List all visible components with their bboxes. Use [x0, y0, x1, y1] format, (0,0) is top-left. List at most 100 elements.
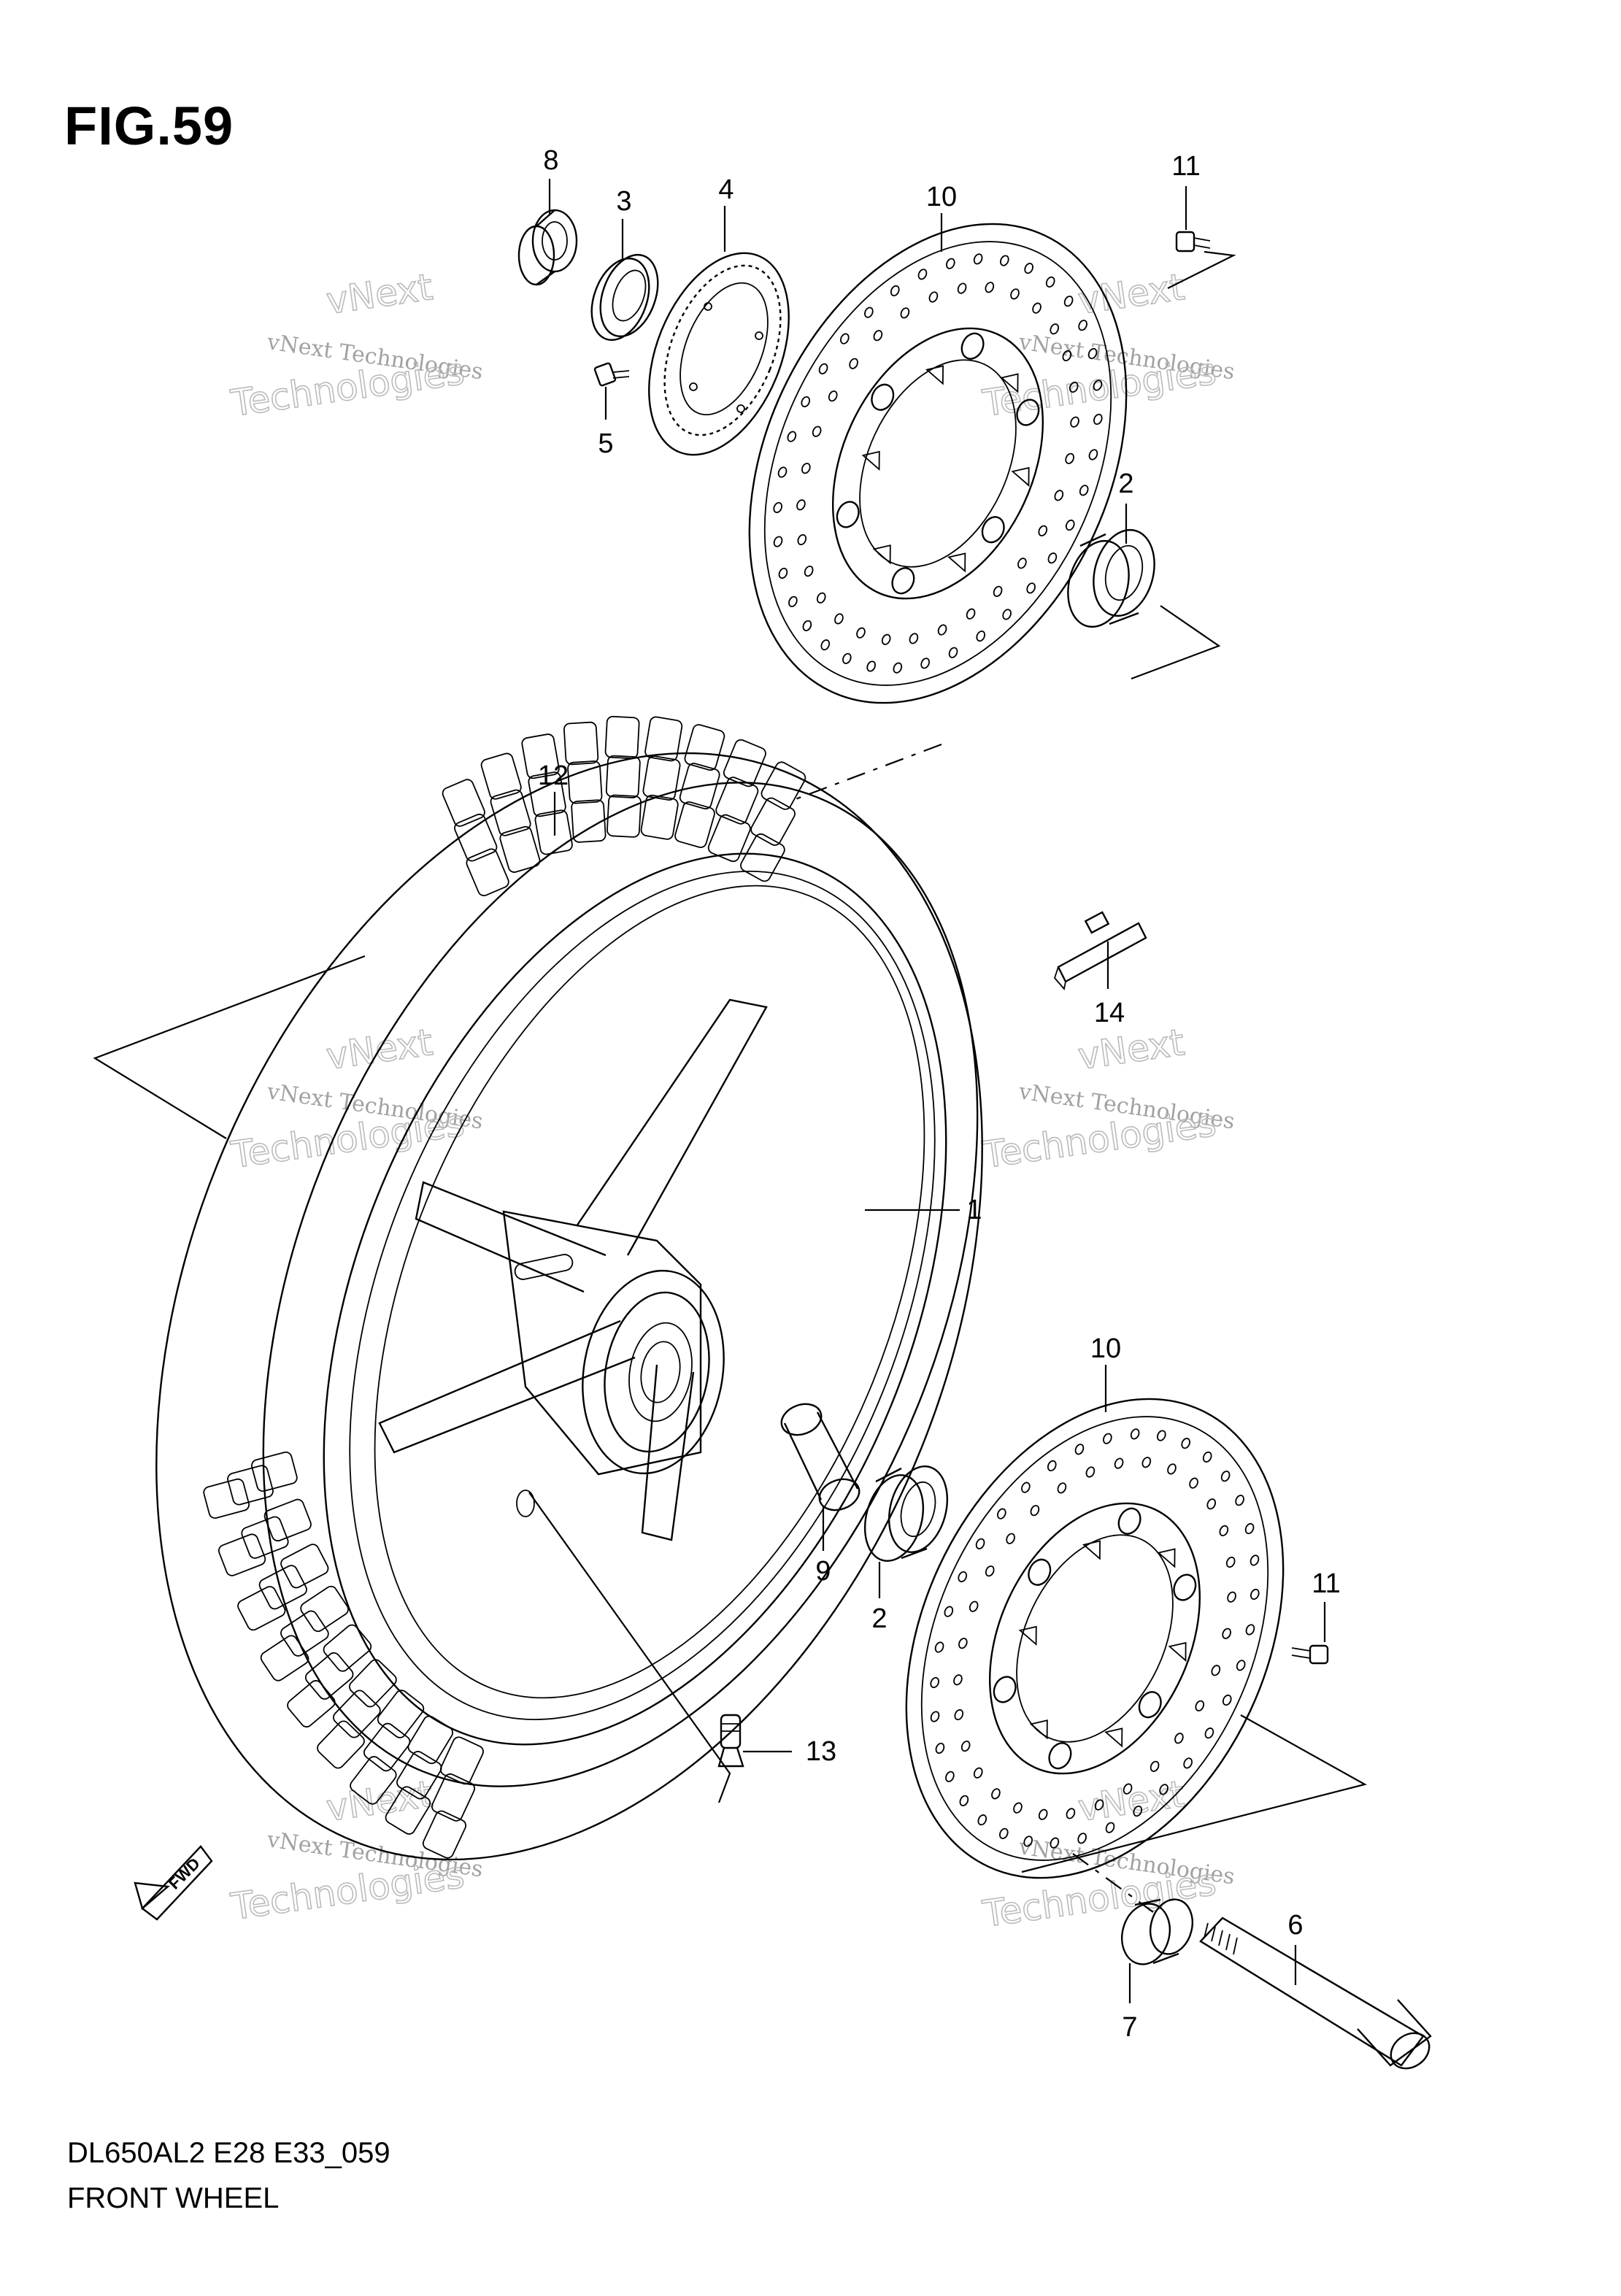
- tread-block: [679, 763, 720, 810]
- tread-block: [431, 1773, 476, 1822]
- wheel-rim-part[interactable]: [203, 762, 1067, 1835]
- tread-block: [723, 739, 766, 787]
- disc-hole: [928, 291, 939, 303]
- tire-tread: [203, 1451, 484, 1859]
- disc-hole: [1063, 296, 1074, 307]
- disc-hole: [1159, 1784, 1168, 1795]
- disc-bolt-holes: [836, 332, 1040, 595]
- guide-line: [1131, 605, 1221, 680]
- disc-hole: [812, 425, 822, 437]
- disc-cutout: [872, 544, 891, 565]
- disc-hole: [1133, 1805, 1143, 1817]
- disc-hole: [1047, 552, 1058, 564]
- disc-hole: [1024, 263, 1033, 274]
- tire-part[interactable]: [1, 630, 1137, 1984]
- center-spacer-part[interactable]: [777, 1399, 863, 1516]
- tread-block: [323, 1624, 372, 1672]
- axle-spacer-collar-part[interactable]: [1115, 1895, 1198, 1970]
- abs-sensor-ring-part[interactable]: [622, 233, 816, 476]
- front-axle-part[interactable]: [1199, 1916, 1436, 2076]
- spacer-collar-part[interactable]: [517, 209, 578, 286]
- disc-hole: [1002, 609, 1012, 620]
- disc-bolt-hole: [960, 332, 985, 360]
- brake-disc-part[interactable]: [833, 1338, 1357, 1939]
- forward-direction-badge: FWD: [134, 1845, 213, 1921]
- disc-bolt-hole: [993, 1676, 1017, 1703]
- disc-hole: [1069, 381, 1079, 393]
- disc-hole: [1123, 1783, 1133, 1795]
- disc-hole: [1235, 1495, 1244, 1506]
- disc-hole: [1094, 1799, 1104, 1811]
- watermark-mid-right: vNext Technologies vNext Technologies: [979, 1020, 1236, 1177]
- disc-hole: [1017, 558, 1027, 569]
- disc-hole: [1206, 1498, 1217, 1510]
- figure-title: FIG.59: [64, 96, 234, 156]
- disc-hole: [1047, 1460, 1057, 1472]
- disc-cutout: [1082, 1540, 1101, 1560]
- tread-block: [422, 1810, 467, 1859]
- disc-hole: [930, 1711, 940, 1722]
- brake-disc-part[interactable]: [676, 163, 1200, 764]
- disc-bolt-part[interactable]: [1175, 231, 1211, 253]
- disc-hole: [1093, 413, 1103, 425]
- guide-line: [1021, 1714, 1367, 1873]
- disc-bolt-hole: [1028, 1558, 1052, 1586]
- disc-hole: [1013, 1802, 1023, 1814]
- tread-block: [377, 1690, 425, 1738]
- callout-13: 13: [806, 1736, 836, 1767]
- disc-holes: [773, 253, 1103, 674]
- disc-bolt-part[interactable]: [1291, 1644, 1329, 1665]
- air-valve-part[interactable]: [717, 1714, 744, 1768]
- disc-cutout: [1157, 1548, 1176, 1568]
- balance-weight-part[interactable]: [1053, 911, 1147, 990]
- disc-hole: [1204, 1727, 1214, 1739]
- disc-hole: [1220, 1471, 1231, 1482]
- disc-hole: [1032, 302, 1041, 314]
- watermark-text: vNext: [1076, 1021, 1187, 1078]
- ring-screw-part[interactable]: [593, 362, 630, 387]
- disc-hole: [881, 633, 891, 645]
- callout-11: 11: [1171, 151, 1200, 182]
- disc-hole: [1077, 1833, 1087, 1844]
- disc-bolt-hole: [1048, 1742, 1072, 1770]
- callout-5: 5: [598, 428, 613, 459]
- tread-block: [350, 1756, 397, 1805]
- tread-block: [607, 794, 642, 838]
- disc-hole: [773, 536, 783, 547]
- disc-hole: [1174, 1733, 1184, 1744]
- tread-block: [280, 1544, 329, 1589]
- disc-hole: [777, 466, 788, 478]
- disc-hole: [773, 501, 783, 514]
- disc-hole: [1038, 1808, 1048, 1820]
- disc-hole: [917, 269, 928, 280]
- tread-block: [571, 799, 607, 843]
- disc-hole: [1066, 1808, 1076, 1819]
- disc-bolt-hole: [1117, 1507, 1141, 1535]
- disc-hole: [999, 1827, 1009, 1839]
- disc-hole: [975, 1538, 985, 1549]
- callout-1: 1: [966, 1195, 982, 1225]
- oil-seal-part[interactable]: [581, 247, 668, 348]
- disc-hole: [787, 431, 797, 442]
- disc-hole: [945, 1771, 955, 1782]
- disc-hole: [946, 258, 955, 269]
- disc-bolt-hole: [836, 501, 860, 528]
- callout-10: 10: [926, 182, 957, 212]
- watermark-bottom-right: vNext Technologies vNext Technologies: [979, 1772, 1236, 1936]
- disc-hole: [866, 660, 876, 672]
- disc-hole: [993, 585, 1003, 597]
- disc-hole: [954, 1708, 964, 1721]
- tread-block: [280, 1610, 329, 1657]
- bearing-part[interactable]: [1059, 523, 1163, 634]
- bearing-part[interactable]: [856, 1460, 956, 1568]
- disc-hole: [973, 1767, 983, 1779]
- disc-hole: [1225, 1556, 1236, 1568]
- disc-hole: [1050, 323, 1060, 335]
- disc-hole: [1114, 1457, 1124, 1469]
- disc-hole: [893, 662, 903, 674]
- watermark-top-left: vNext Technologies vNext Technologies: [228, 265, 485, 425]
- tread-block: [750, 797, 796, 846]
- disc-hole: [1141, 1457, 1152, 1468]
- assembly-guide-lines: [93, 250, 1367, 1913]
- disc-hole: [958, 1571, 968, 1583]
